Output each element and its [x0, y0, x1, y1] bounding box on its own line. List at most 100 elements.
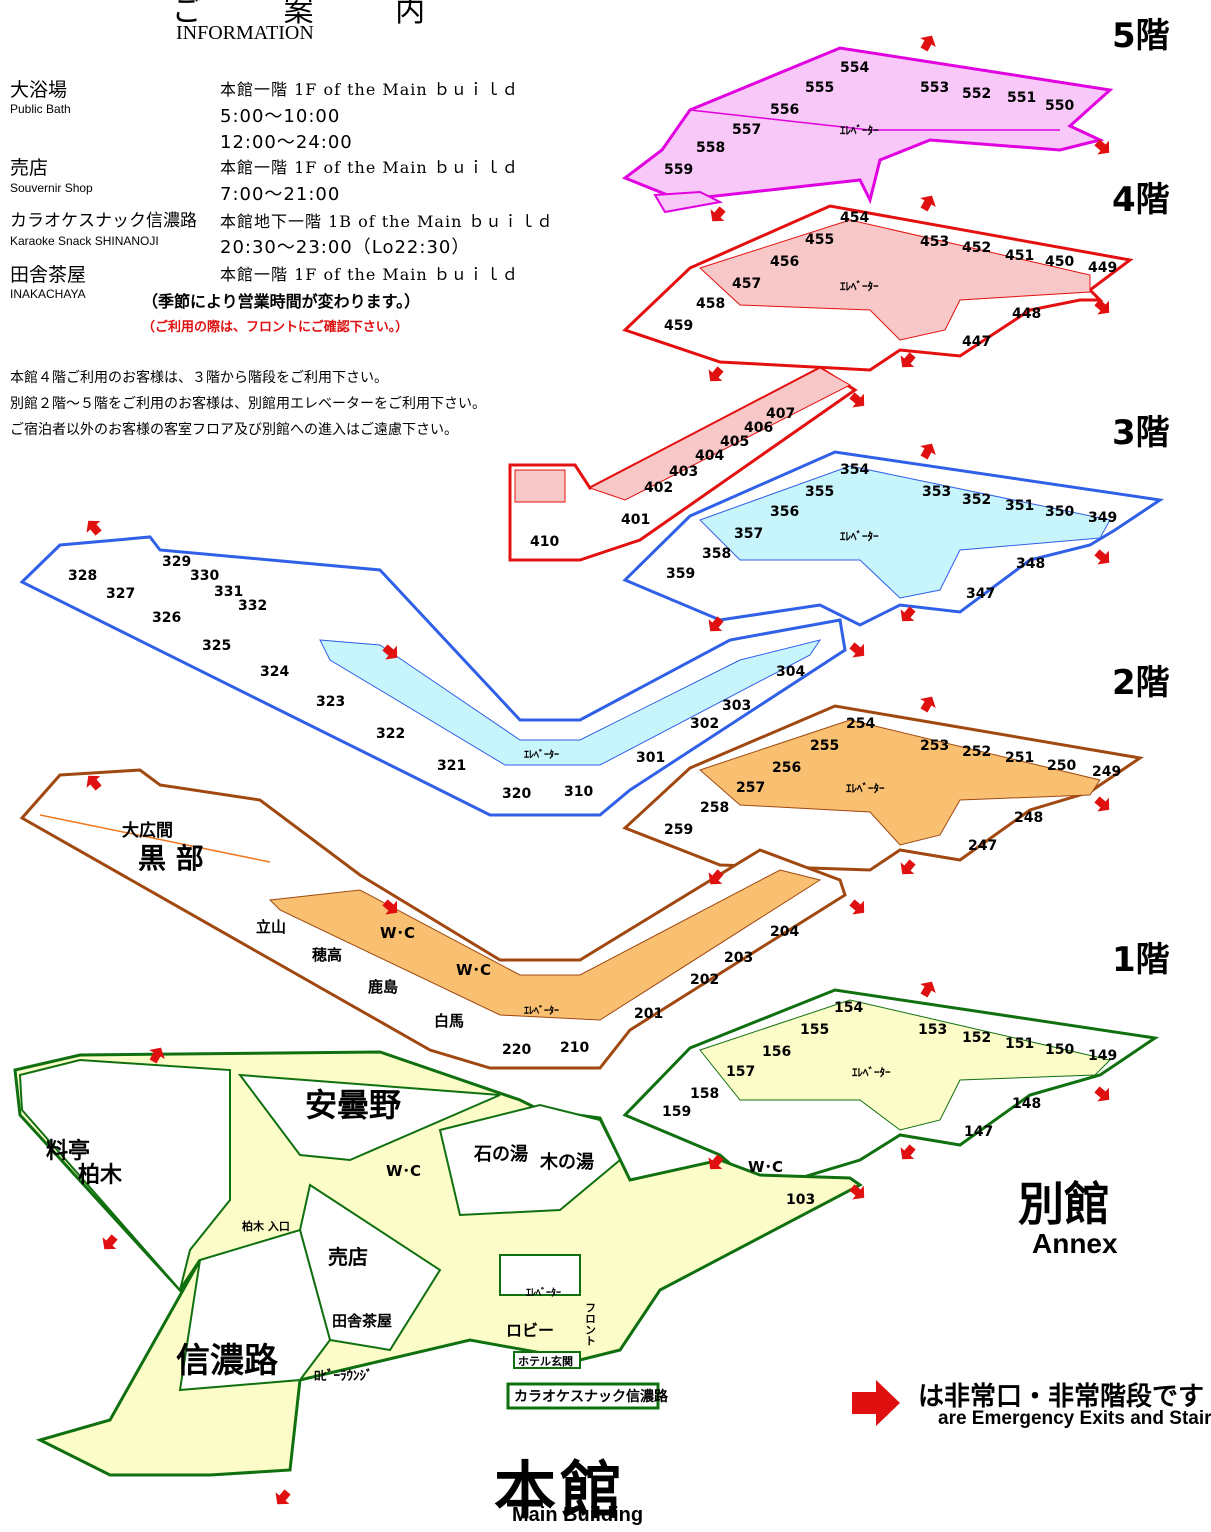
- floor-1-main: [13, 1050, 863, 1477]
- room-252: 252: [962, 744, 991, 760]
- room-553: 553: [920, 80, 949, 96]
- room-557: 557: [732, 122, 761, 138]
- room-349: 349: [1088, 510, 1117, 526]
- room-448: 448: [1012, 306, 1041, 322]
- annex-subtitle: Annex: [1032, 1228, 1118, 1259]
- notice-hours: （季節により営業時間が変わります。）: [142, 292, 421, 311]
- emergency-exit-legend-icon: [852, 1380, 900, 1426]
- notice-confirm: （ご利用の際は、フロントにご確認下さい。）: [142, 320, 409, 335]
- room-158: 158: [690, 1086, 719, 1102]
- room-457: 457: [732, 276, 761, 292]
- room-259: 259: [664, 822, 693, 838]
- note-line-3: ご宿泊者以外のお客様の客室フロア及び別館への進入はご遠慮下さい。: [10, 422, 458, 438]
- room-550: 550: [1045, 98, 1074, 114]
- room-256: 256: [772, 760, 801, 776]
- room-oohiroma: 大広間: [122, 820, 173, 841]
- note-line-1: 本館４階ご利用のお客様は、３階から階段をご利用下さい。: [10, 370, 388, 386]
- room-249: 249: [1092, 764, 1121, 780]
- room-352: 352: [962, 492, 991, 508]
- room-157: 157: [726, 1064, 755, 1080]
- room-103: 103: [786, 1192, 815, 1208]
- room-247: 247: [968, 838, 997, 854]
- room-359: 359: [666, 566, 695, 582]
- info-hours-bath-1: 5:00〜10:00: [220, 106, 341, 127]
- front-desk: フロント: [584, 1302, 597, 1346]
- room-250: 250: [1047, 758, 1076, 774]
- kashiwagi-entrance: 柏木 入口: [242, 1219, 290, 1233]
- info-name-karaoke: カラオケスナック信濃路: [10, 211, 197, 231]
- room-453: 453: [920, 234, 949, 250]
- info-subheading: INFORMATION: [176, 22, 314, 44]
- room-449: 449: [1088, 260, 1117, 276]
- room-454: 454: [840, 210, 869, 226]
- elevator-3f-annex: ｴﾚﾍﾞｰﾀｰ: [840, 529, 879, 543]
- room-303: 303: [722, 698, 751, 714]
- room-554: 554: [840, 60, 869, 76]
- elevator-1f-main: ｴﾚﾍﾞｰﾀｰ: [526, 1286, 561, 1299]
- main-building-title: 本館: [494, 1454, 627, 1527]
- lobby-lounge: ﾛﾋﾞｰﾗｳﾝｼﾞ: [314, 1368, 373, 1384]
- room-248: 248: [1014, 810, 1043, 826]
- room-331: 331: [214, 584, 243, 600]
- floor-4-annex: [622, 204, 1134, 372]
- room-150: 150: [1045, 1042, 1074, 1058]
- info-en-bath: Public Bath: [10, 102, 71, 116]
- room-324: 324: [260, 664, 289, 680]
- room-404: 404: [695, 448, 724, 464]
- room-255: 255: [810, 738, 839, 754]
- floor-1-annex: [622, 988, 1160, 1192]
- wc-1f-main: W･C: [386, 1162, 421, 1180]
- bath-kinoyu: 木の湯: [539, 1151, 594, 1173]
- room-151: 151: [1005, 1036, 1034, 1052]
- room-455: 455: [805, 232, 834, 248]
- room-326: 326: [152, 610, 181, 626]
- room-148: 148: [1012, 1096, 1041, 1112]
- wc-2f-1: W･C: [380, 924, 415, 942]
- room-304: 304: [776, 664, 805, 680]
- floor-3-main: [19, 535, 847, 817]
- room-456: 456: [770, 254, 799, 270]
- legend-text-en: are Emergency Exits and Stairs: [938, 1408, 1211, 1429]
- info-en-karaoke: Karaoke Snack SHINANOJI: [10, 234, 159, 248]
- floor-2-annex: [622, 704, 1144, 872]
- room-254: 254: [846, 716, 875, 732]
- room-156: 156: [762, 1044, 791, 1060]
- room-559: 559: [664, 162, 693, 178]
- info-en-inakachaya: INAKACHAYA: [10, 287, 86, 301]
- room-320: 320: [502, 786, 531, 802]
- room-552: 552: [962, 86, 991, 102]
- floor-label-3: 3階: [1112, 413, 1170, 453]
- room-323: 323: [316, 694, 345, 710]
- inakachaya-label: 田舎茶屋: [332, 1312, 392, 1330]
- floor-label-5: 5階: [1112, 16, 1170, 56]
- hotel-entrance: ホテル玄関: [518, 1354, 573, 1368]
- room-406: 406: [744, 420, 773, 436]
- bath-ishinoyu: 石の湯: [473, 1144, 528, 1165]
- room-159: 159: [662, 1104, 691, 1120]
- room-558: 558: [696, 140, 725, 156]
- info-hours-karaoke: 20:30〜23:00（Lo22:30）: [220, 237, 471, 258]
- room-220: 220: [502, 1042, 531, 1058]
- elevator-1f-annex: ｴﾚﾍﾞｰﾀｰ: [852, 1065, 891, 1079]
- elevator-2f-main: ｴﾚﾍﾞｰﾀｰ: [524, 1004, 559, 1017]
- room-357: 357: [734, 526, 763, 542]
- shop-baiten: 売店: [328, 1245, 368, 1269]
- floor-label-4: 4階: [1112, 180, 1170, 220]
- wc-1f-annex: W･C: [748, 1158, 783, 1176]
- info-location-bath: 本館一階 1F of the Main ｂｕｉｌｄ: [220, 80, 519, 99]
- room-hotaka: 穂高: [312, 946, 342, 964]
- room-356: 356: [770, 504, 799, 520]
- elevator-4f: ｴﾚﾍﾞｰﾀｰ: [840, 279, 879, 293]
- room-204: 204: [770, 924, 799, 940]
- restaurant-kashiwagi: 柏木: [78, 1162, 123, 1188]
- room-202: 202: [690, 972, 719, 988]
- room-551: 551: [1007, 90, 1036, 106]
- room-210: 210: [560, 1040, 589, 1056]
- room-410: 410: [530, 534, 559, 550]
- main-building-subtitle: Main Building: [512, 1504, 644, 1526]
- room-555: 555: [805, 80, 834, 96]
- info-heading: ご 案 内: [172, 0, 462, 29]
- room-tateyama: 立山: [256, 918, 286, 936]
- room-458: 458: [696, 296, 725, 312]
